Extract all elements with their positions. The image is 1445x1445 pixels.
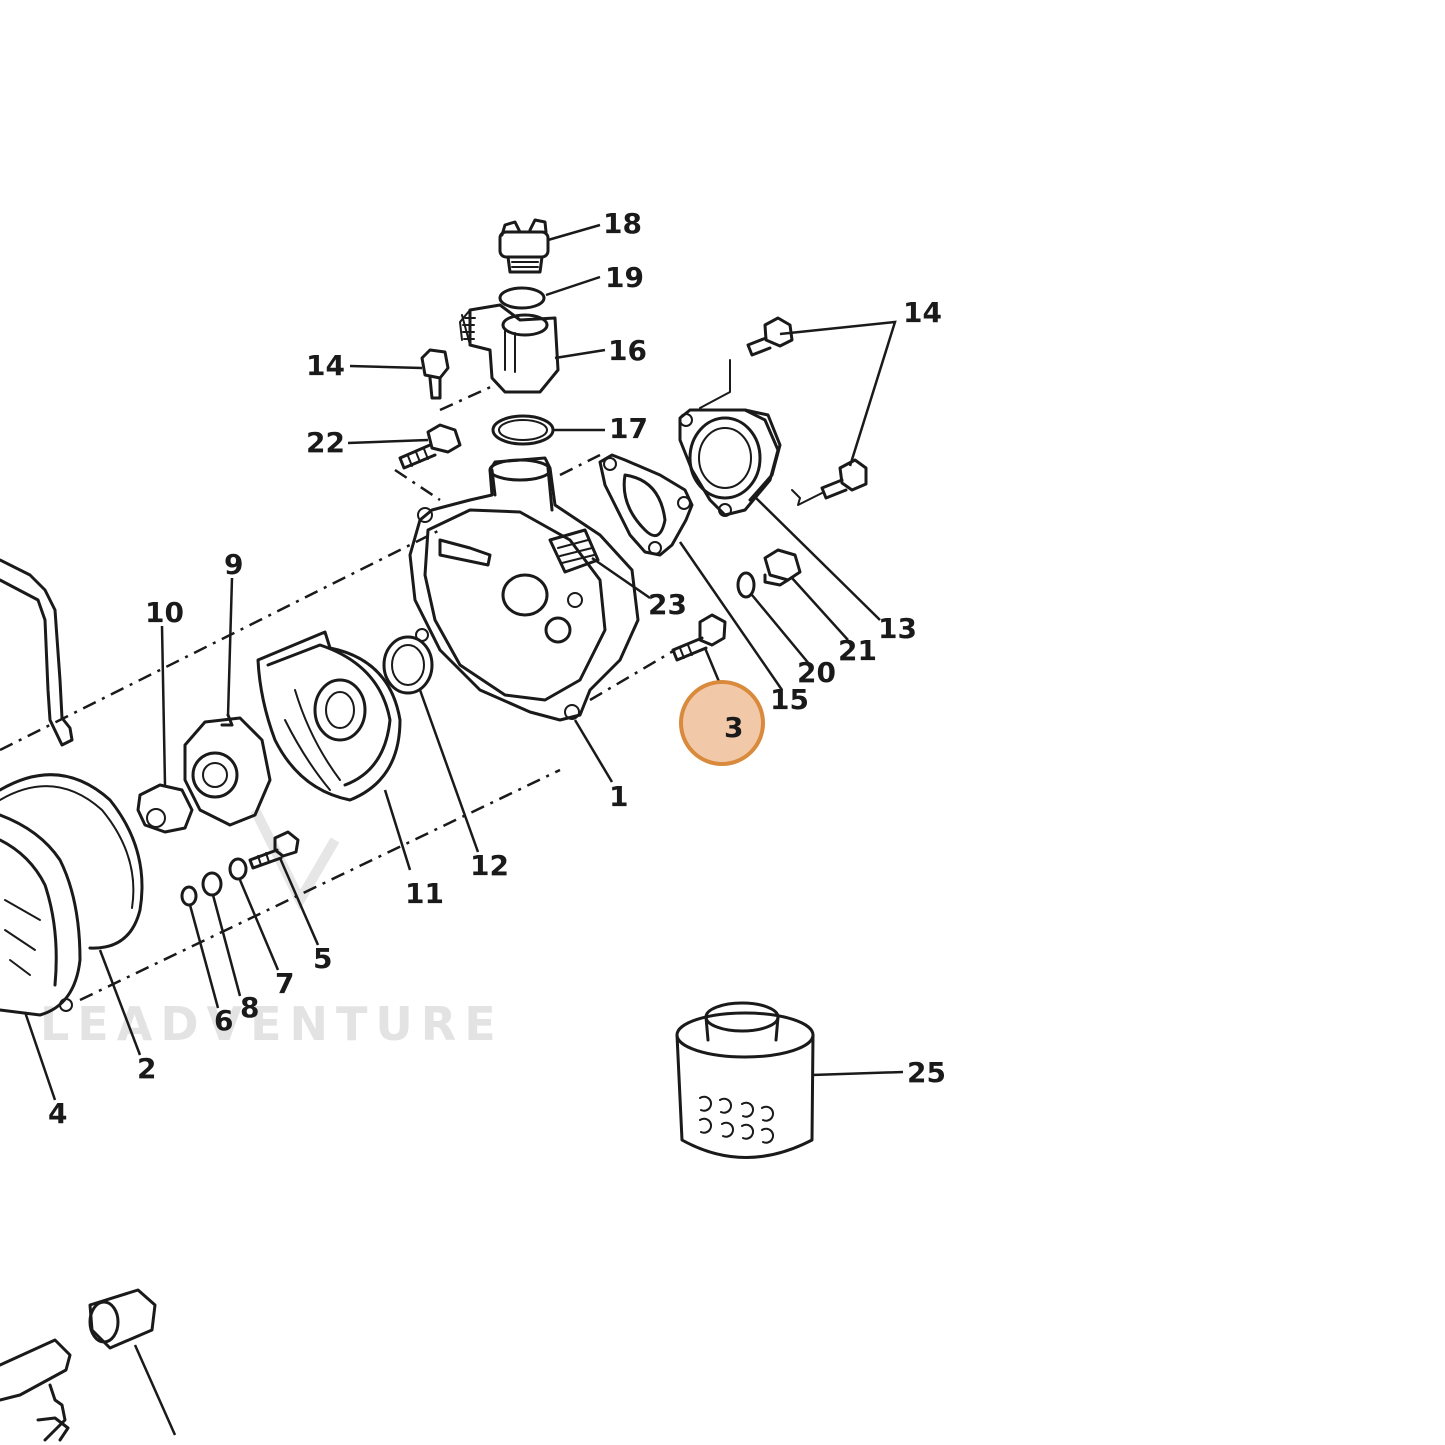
bracket	[0, 558, 74, 747]
part-10-plug[interactable]	[136, 783, 194, 834]
label-13[interactable]: 13	[878, 612, 917, 645]
part-20-washer[interactable]	[736, 571, 756, 599]
part-18-cap[interactable]	[498, 218, 550, 274]
label-9[interactable]: 9	[224, 548, 243, 581]
label-17[interactable]: 17	[609, 412, 648, 445]
label-15[interactable]: 15	[770, 683, 809, 716]
part-21-plug[interactable]	[763, 548, 802, 587]
label-12[interactable]: 12	[470, 849, 509, 882]
part-14-bolt-left[interactable]	[420, 348, 450, 400]
leader-lines	[23, 223, 904, 1101]
part-2-oring-large[interactable]	[0, 773, 144, 950]
label-3[interactable]: 3	[724, 711, 743, 744]
label-19[interactable]: 19	[605, 261, 644, 294]
label-23[interactable]: 23	[648, 588, 687, 621]
label-22[interactable]: 22	[306, 426, 345, 459]
label-4[interactable]: 4	[48, 1097, 67, 1130]
label-21[interactable]: 21	[838, 634, 877, 667]
part-15-gasket[interactable]	[598, 453, 694, 557]
watermark: LEADVENTURE	[40, 997, 504, 1051]
part-7-washer[interactable]	[228, 857, 248, 881]
part-19-oring[interactable]	[498, 286, 546, 310]
label-14-right[interactable]: 14	[903, 296, 942, 329]
label-2[interactable]: 2	[137, 1052, 156, 1085]
assembly-axis-lines	[0, 383, 676, 1002]
part-4-housing-cover[interactable]	[0, 813, 82, 1017]
highlight-circle	[679, 680, 765, 766]
label-8[interactable]: 8	[240, 991, 259, 1024]
part-pin[interactable]	[0, 1338, 72, 1442]
part-12-seal[interactable]	[382, 635, 434, 695]
part-25-filter[interactable]	[675, 1001, 815, 1159]
part-13-cover[interactable]	[678, 408, 782, 517]
part-16-elbow[interactable]	[459, 303, 560, 394]
part-14-bolts-right[interactable]	[699, 316, 868, 506]
label-1[interactable]: 1	[609, 780, 628, 813]
part-labels: 18 19 16 17 14 22 14 23 13 21 20 15 3 1 …	[48, 207, 946, 1130]
label-11[interactable]: 11	[405, 877, 444, 910]
label-7[interactable]: 7	[275, 967, 294, 1000]
part-11-impeller[interactable]	[256, 630, 402, 802]
part-1-pump-housing[interactable]	[408, 456, 640, 722]
part-bushing[interactable]	[88, 1288, 177, 1436]
part-17-oring[interactable]	[491, 414, 555, 446]
label-5[interactable]: 5	[313, 942, 332, 975]
label-6[interactable]: 6	[214, 1004, 233, 1037]
label-20[interactable]: 20	[797, 656, 836, 689]
part-6-washer[interactable]	[180, 885, 198, 907]
part-5-bolt[interactable]	[248, 830, 300, 870]
part-8-washer[interactable]	[201, 871, 223, 897]
part-9-plate[interactable]	[183, 713, 272, 827]
label-10[interactable]: 10	[145, 596, 184, 629]
label-16[interactable]: 16	[608, 334, 647, 367]
part-22-bolt[interactable]	[398, 423, 462, 470]
label-14-left[interactable]: 14	[306, 349, 345, 382]
part-3-bolt[interactable]	[671, 613, 727, 662]
watermark-logo	[250, 807, 340, 911]
label-25[interactable]: 25	[907, 1056, 946, 1089]
label-18[interactable]: 18	[603, 207, 642, 240]
